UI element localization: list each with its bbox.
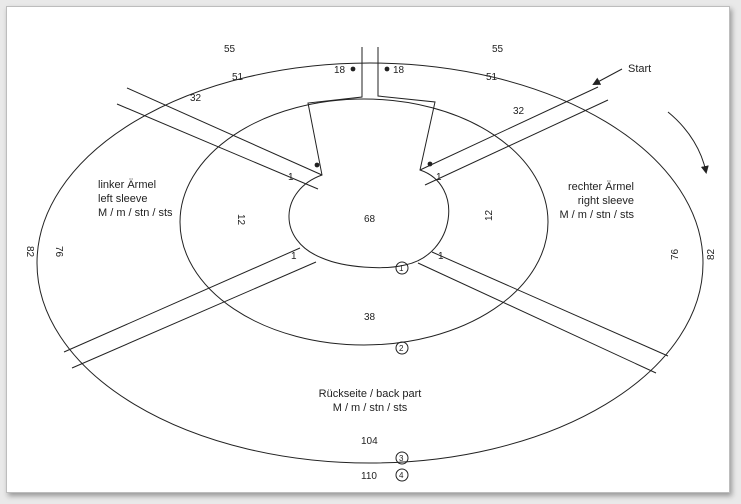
marker-4-circle	[395, 468, 409, 482]
diagram-frame	[6, 6, 730, 493]
inner-ring	[179, 98, 549, 346]
label-1-lower-right: 1	[438, 251, 444, 262]
left-sleeve-line2: left sleeve	[98, 193, 148, 205]
label-68: 68	[364, 214, 376, 225]
direction-arrow	[667, 111, 709, 174]
marker-3: 3	[399, 454, 404, 463]
label-1-lower-left: 1	[291, 251, 297, 262]
marker-2: 2	[399, 344, 404, 353]
label-18-right: 18	[393, 65, 405, 76]
start-label: Start	[628, 63, 651, 75]
dot-corner-left	[314, 162, 320, 168]
right-sleeve-line1: rechter Ärmel	[568, 181, 634, 193]
dot-neck-left	[350, 66, 356, 72]
sleeve-line-ll-2	[71, 261, 317, 369]
label-1-upper-right: 1	[436, 172, 442, 183]
sleeve-line-ll-1	[63, 247, 301, 353]
sleeve-line-ul-1	[126, 87, 323, 176]
label-76-left: 76	[53, 246, 64, 258]
start-arrow	[592, 68, 623, 85]
marker-1-circle	[395, 261, 409, 275]
sleeve-line-lr-1	[431, 251, 669, 357]
right-sleeve-line3: M / m / stn / sts	[559, 209, 634, 221]
label-32-right: 32	[513, 106, 525, 117]
marker-3-circle	[395, 451, 409, 465]
neck-opening	[288, 47, 450, 269]
label-18-left: 18	[334, 65, 346, 76]
right-sleeve-line2: right sleeve	[578, 195, 634, 207]
label-55-right: 55	[492, 44, 504, 55]
label-51-right: 51	[486, 72, 498, 83]
marker-1: 1	[399, 264, 404, 273]
label-104: 104	[361, 436, 378, 447]
label-76-right: 76	[670, 248, 681, 260]
left-sleeve-line3: M / m / stn / sts	[98, 207, 173, 219]
label-38: 38	[364, 312, 376, 323]
dot-corner-right	[427, 161, 433, 167]
label-51-left: 51	[232, 72, 244, 83]
label-32-left: 32	[190, 93, 202, 104]
sleeve-line-ur-2	[424, 99, 609, 186]
marker-2-circle	[395, 341, 409, 355]
label-12-left: 12	[235, 214, 246, 226]
sleeve-line-ul-2	[116, 103, 319, 190]
back-part-line1: Rückseite / back part	[319, 388, 422, 400]
back-part-line2: M / m / stn / sts	[333, 402, 408, 414]
sleeve-line-ur-1	[419, 86, 599, 171]
sleeve-line-lr-2	[417, 262, 657, 374]
left-sleeve-line1: linker Ärmel	[98, 179, 156, 191]
marker-4: 4	[399, 471, 404, 480]
label-12-right: 12	[484, 209, 495, 221]
dot-neck-right	[384, 66, 390, 72]
label-82-left: 82	[24, 246, 35, 258]
label-82-right: 82	[706, 248, 717, 260]
outer-ring	[36, 62, 704, 464]
label-55-left: 55	[224, 44, 236, 55]
label-1-upper-left: 1	[288, 172, 294, 183]
label-110: 110	[361, 471, 377, 482]
